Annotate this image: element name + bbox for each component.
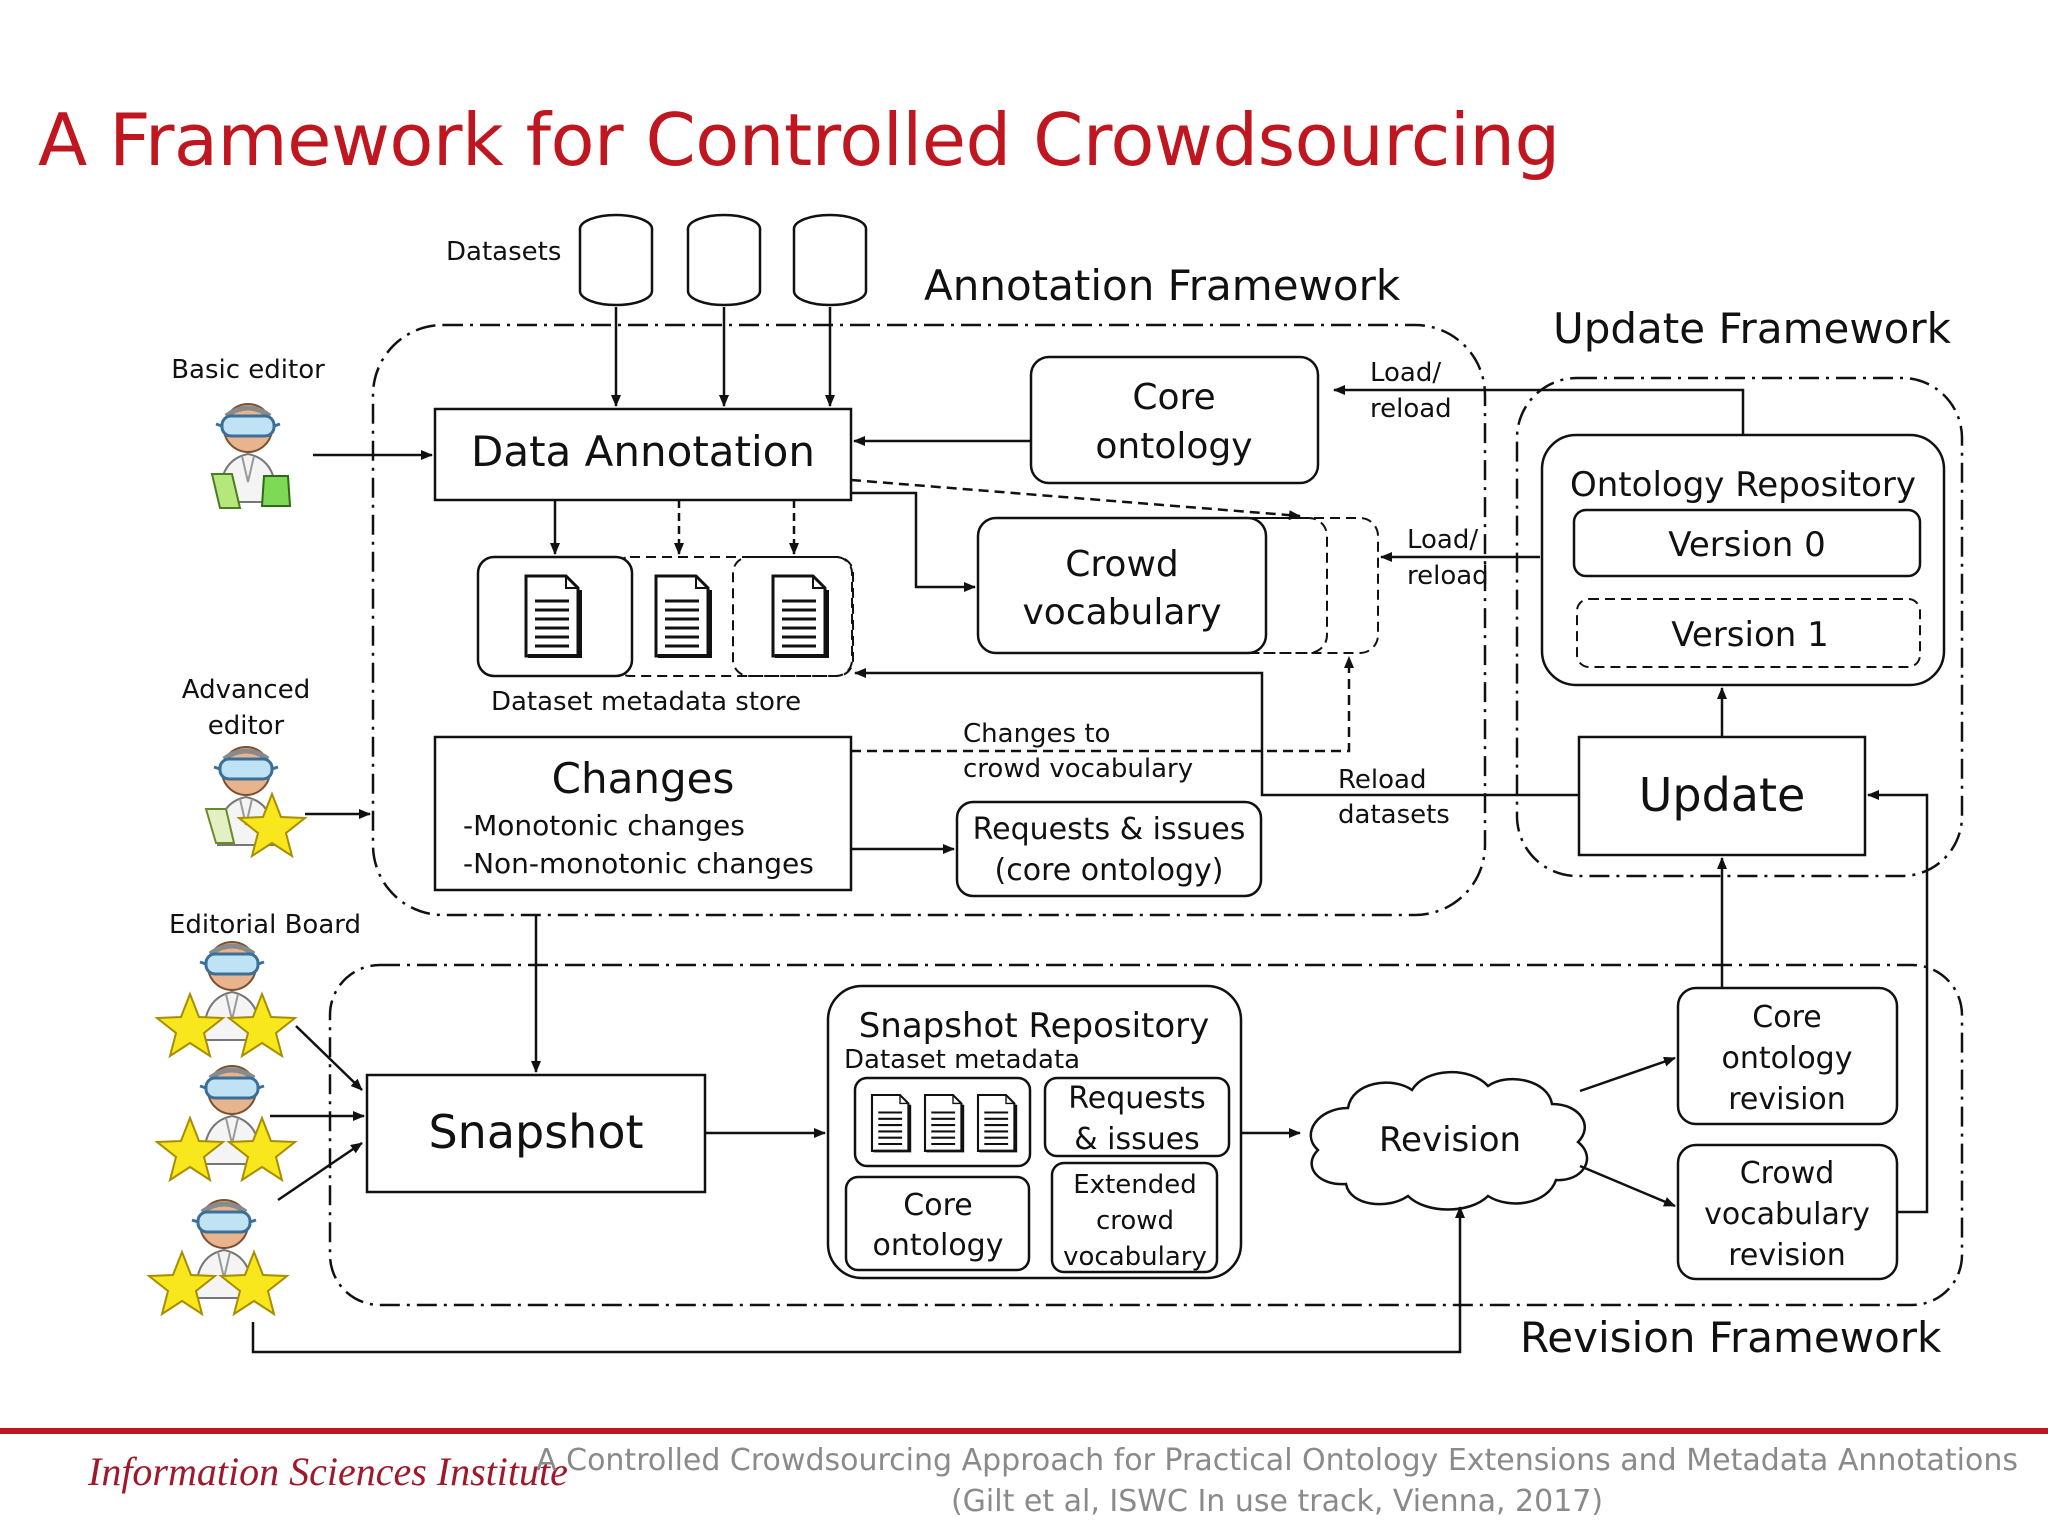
annotation-framework-region [371, 323, 1487, 917]
requests-issues-box [955, 800, 1263, 898]
institute-logo: Information Sciences Institute [88, 1449, 568, 1494]
changes-title: Changes [552, 754, 735, 803]
snapshot-requests-label: Requests [1068, 1081, 1206, 1116]
datasets-label: Datasets [446, 237, 561, 267]
changes-box [433, 735, 853, 892]
crowd-vocabulary-label: Crowd [1065, 544, 1178, 585]
update-framework-label: Update Framework [1553, 304, 1952, 353]
version-1-box [1576, 598, 1921, 668]
changes-item-monotonic: -Monotonic changes [463, 809, 745, 842]
edges [251, 307, 1929, 1354]
basic-editor-avatar [210, 404, 292, 509]
revision-cloud [1309, 1071, 1589, 1211]
dataset-cylinder-icon [792, 213, 868, 307]
snapshot-label: Snapshot [428, 1105, 643, 1159]
footer-divider [0, 1428, 2048, 1434]
editorial-board-avatar [148, 1200, 288, 1315]
citation-reference: (Gilt et al, ISWC In use track, Vienna, … [950, 1484, 1604, 1519]
core-ontology-revision-label: ontology [1722, 1041, 1853, 1076]
editorial-board-avatar [156, 942, 296, 1057]
version-0-box [1572, 508, 1922, 578]
snapshot-core-ontology-label: Core [903, 1188, 972, 1223]
core-ontology-label: ontology [1095, 426, 1252, 467]
edge-update-reload-datasets [854, 668, 1579, 797]
core-ontology-box [1029, 355, 1320, 485]
version-0-label: Version 0 [1668, 525, 1825, 565]
requests-issues-label: Requests & issues [973, 812, 1246, 847]
update-label: Update [1639, 768, 1806, 822]
extended-crowd-vocab-label: Extended [1073, 1170, 1197, 1200]
citation-title: A Controlled Crowdsourcing Approach for … [536, 1443, 2018, 1478]
crowd-vocabulary-revision-label: vocabulary [1704, 1197, 1870, 1232]
extended-crowd-vocab-box [1050, 1161, 1219, 1274]
editorial-board-label: Editorial Board [169, 910, 361, 940]
document-icon [870, 1093, 912, 1153]
snapshot-requests-box [1043, 1076, 1231, 1158]
basic-editor-label: Basic editor [171, 355, 325, 385]
document-icon [923, 1093, 965, 1153]
editorial-board-avatar [156, 1066, 296, 1181]
annotation-framework-label: Annotation Framework [924, 261, 1401, 310]
snapshot-core-ontology-label: ontology [873, 1228, 1004, 1263]
document-icon [771, 574, 829, 658]
data-annotation-label: Data Annotation [471, 427, 815, 476]
advanced-editor-label: Advanced [182, 675, 310, 705]
edge-annotation-to-crowd-dashed [850, 478, 1301, 521]
version-1-label: Version 1 [1671, 615, 1828, 655]
crowd-vocabulary-box [976, 516, 1268, 655]
document-icon [654, 574, 712, 658]
edge-label-reload-datasets: Reload [1338, 765, 1426, 795]
edge-revision-to-crowd-revision [1579, 1164, 1676, 1208]
footer-citation: A Controlled Crowdsourcing Approach for … [536, 1440, 2018, 1522]
extended-crowd-vocab-label: vocabulary [1063, 1242, 1207, 1272]
edge-label-load-reload: reload [1370, 394, 1452, 424]
metadata-store-label: Dataset metadata store [491, 687, 801, 717]
revision-framework-label: Revision Framework [1520, 1313, 1942, 1362]
update-framework-region [1515, 376, 1964, 878]
extended-crowd-vocab-label: crowd [1096, 1206, 1174, 1236]
core-ontology-revision-box [1676, 986, 1899, 1126]
advanced-editor-avatar [204, 747, 306, 857]
crowd-vocabulary-revision-label: revision [1728, 1238, 1846, 1273]
core-ontology-revision-label: revision [1728, 1082, 1846, 1117]
edge-label-load-reload: Load/ [1407, 525, 1478, 555]
edge-revision-to-core-revision [1579, 1056, 1676, 1093]
dataset-cylinder-icon [686, 213, 762, 307]
slide-title: A Framework for Controlled Crowdsourcing [38, 98, 1560, 182]
edge-board-to-snapshot [277, 1141, 363, 1202]
document-icon [976, 1093, 1018, 1153]
edge-label-load-reload: Load/ [1370, 358, 1441, 388]
snapshot-core-ontology-box [844, 1175, 1031, 1272]
snapshot-requests-label: & issues [1074, 1122, 1200, 1157]
changes-item-non-monotonic: -Non-monotonic changes [463, 847, 814, 880]
edge-changes-to-crowd [851, 656, 1354, 753]
advanced-editor-label: editor [208, 711, 285, 741]
edge-label-load-reload: reload [1407, 561, 1489, 591]
edge-label-changes-to-crowd: crowd vocabulary [963, 754, 1193, 784]
core-ontology-label: Core [1132, 377, 1215, 418]
revision-framework-region [328, 963, 1964, 1307]
ontology-repository-title: Ontology Repository [1570, 465, 1916, 505]
crowd-vocabulary-revision-label: Crowd [1740, 1156, 1835, 1191]
edge-annotation-to-crowd [851, 491, 976, 592]
edge-repository-to-core [1333, 385, 1745, 435]
edge-label-reload-datasets: datasets [1338, 800, 1450, 830]
dataset-metadata-label: Dataset metadata [844, 1045, 1080, 1075]
edge-crowd-revision-to-update [1867, 790, 1929, 1214]
edge-label-changes-to-crowd: Changes to [963, 719, 1110, 749]
core-ontology-revision-label: Core [1752, 1000, 1821, 1035]
snapshot-box [365, 1073, 707, 1194]
snapshot-repository-title: Snapshot Repository [859, 1006, 1210, 1046]
data-annotation-box [433, 407, 853, 502]
crowd-vocabulary-label: vocabulary [1022, 592, 1221, 633]
document-icon [524, 574, 582, 658]
dataset-cylinder-icon [578, 213, 654, 307]
edge-board-to-revision [251, 1206, 1465, 1354]
edge-board-to-snapshot [295, 1025, 363, 1091]
requests-issues-label: (core ontology) [995, 853, 1224, 888]
revision-label: Revision [1379, 1120, 1521, 1160]
